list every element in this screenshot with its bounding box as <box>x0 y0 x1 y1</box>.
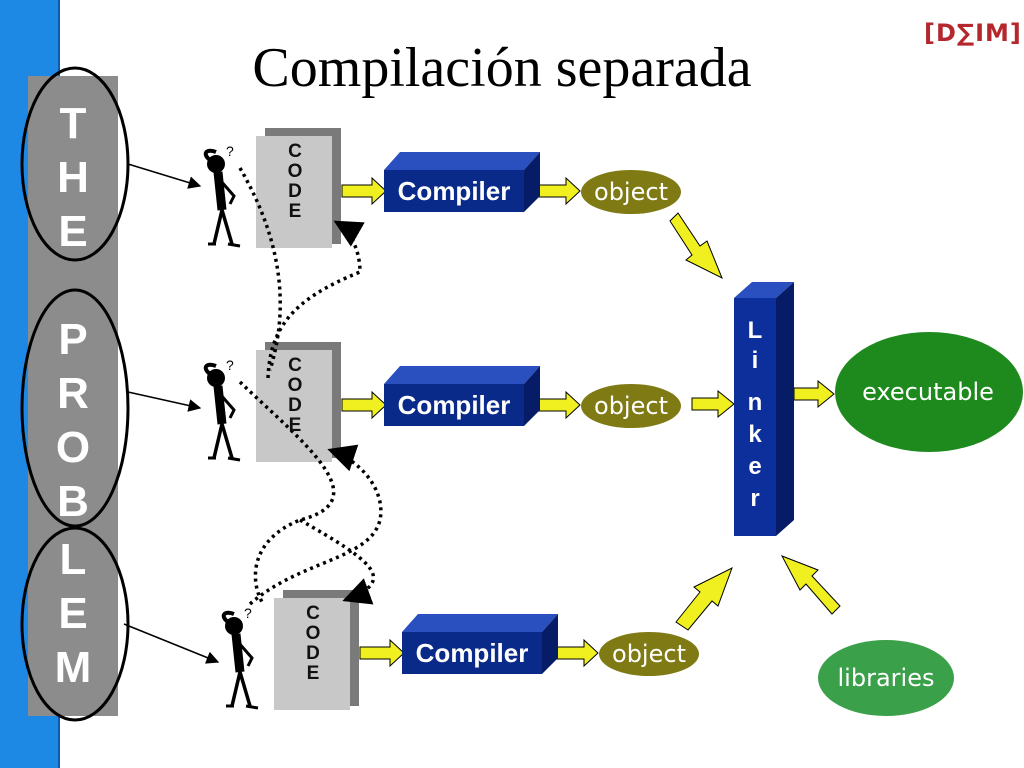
compiler-label: Compiler <box>415 638 529 668</box>
compiler-box-1 <box>384 152 540 212</box>
arrow-linker-to-executable <box>793 379 835 409</box>
dotted-path <box>238 380 336 603</box>
object-label: object <box>612 640 686 668</box>
libraries-label: libraries <box>837 664 935 692</box>
dotted-path <box>299 518 376 605</box>
linker-letter: n <box>747 389 763 416</box>
linker-letter: i <box>751 347 759 374</box>
object-oval-3 <box>599 632 699 676</box>
problem-letter: T <box>59 99 87 148</box>
executable-oval <box>835 332 1023 452</box>
thinking-person-icon <box>203 148 241 248</box>
linker-letter: r <box>750 485 760 512</box>
code-letter: D <box>288 395 302 416</box>
object-label: object <box>594 178 668 206</box>
code-letter: O <box>305 623 321 644</box>
pointer-arrow-2 <box>127 391 202 412</box>
code-box-2 <box>256 342 341 462</box>
compiler-label: Compiler <box>397 176 511 206</box>
problem-letter: E <box>58 589 88 638</box>
code-letter: E <box>288 201 302 222</box>
problem-letter: R <box>57 369 89 418</box>
compiler-label: Compiler <box>397 390 511 420</box>
arrow-code-to-compiler-3 <box>359 638 405 668</box>
arrow-code-to-compiler-2 <box>341 390 387 420</box>
object-label: object <box>594 392 668 420</box>
code-letter: O <box>287 375 303 396</box>
pointer-arrow-1 <box>127 163 202 189</box>
thinking-person-icon <box>221 610 259 710</box>
arrow-compiler-to-object-2 <box>537 390 581 420</box>
problem-letter: L <box>59 535 87 584</box>
arrow-compiler-to-object-1 <box>537 176 581 206</box>
compiler-box-3 <box>402 614 558 674</box>
problem-ellipse-lower <box>20 526 130 722</box>
code-letter: C <box>288 355 302 376</box>
code-letter: E <box>288 415 302 436</box>
code-box-3 <box>274 590 359 710</box>
problem-letter: H <box>57 153 89 202</box>
arrow-object-to-linker-2 <box>691 389 735 419</box>
code-box-1 <box>256 128 341 248</box>
problem-letter: O <box>55 423 91 472</box>
code-letter: C <box>306 603 320 624</box>
question-mark: ? <box>244 605 252 621</box>
problem-ellipse-upper <box>20 288 130 528</box>
linker-box <box>734 282 794 536</box>
arrow-object-to-linker-1 <box>669 212 723 280</box>
problem-letter: M <box>54 643 92 692</box>
arrow-libraries-to-linker <box>780 555 841 615</box>
libraries-oval <box>818 640 954 716</box>
linker-letter: e <box>748 453 762 480</box>
problem-letter: B <box>57 477 89 526</box>
slide-title: Compilación separada <box>252 37 752 99</box>
code-letter: D <box>306 643 320 664</box>
dotted-path <box>266 220 365 379</box>
object-oval-2 <box>581 384 681 428</box>
arrow-object-to-linker-3 <box>675 566 733 631</box>
question-mark: ? <box>226 143 234 159</box>
arrow-code-to-compiler-1 <box>341 176 387 206</box>
arrow-compiler-to-object-3 <box>555 638 599 668</box>
object-oval-1 <box>581 170 681 214</box>
the-ellipse <box>20 66 130 262</box>
code-letter: D <box>288 181 302 202</box>
problem-letter: E <box>58 207 88 256</box>
code-letter: C <box>288 141 302 162</box>
question-mark: ? <box>226 357 234 373</box>
problem-column <box>28 76 118 716</box>
code-letter: O <box>287 161 303 182</box>
problem-letter: P <box>58 315 88 364</box>
dotted-path <box>248 444 383 606</box>
linker-letter: L <box>747 317 763 344</box>
code-letter: E <box>306 663 320 684</box>
linker-letter: k <box>748 421 762 448</box>
executable-label: executable <box>862 378 994 406</box>
pointer-arrow-3 <box>123 623 220 664</box>
dotted-path <box>238 167 282 371</box>
compiler-box-2 <box>384 366 540 426</box>
thinking-person-icon <box>203 362 241 462</box>
